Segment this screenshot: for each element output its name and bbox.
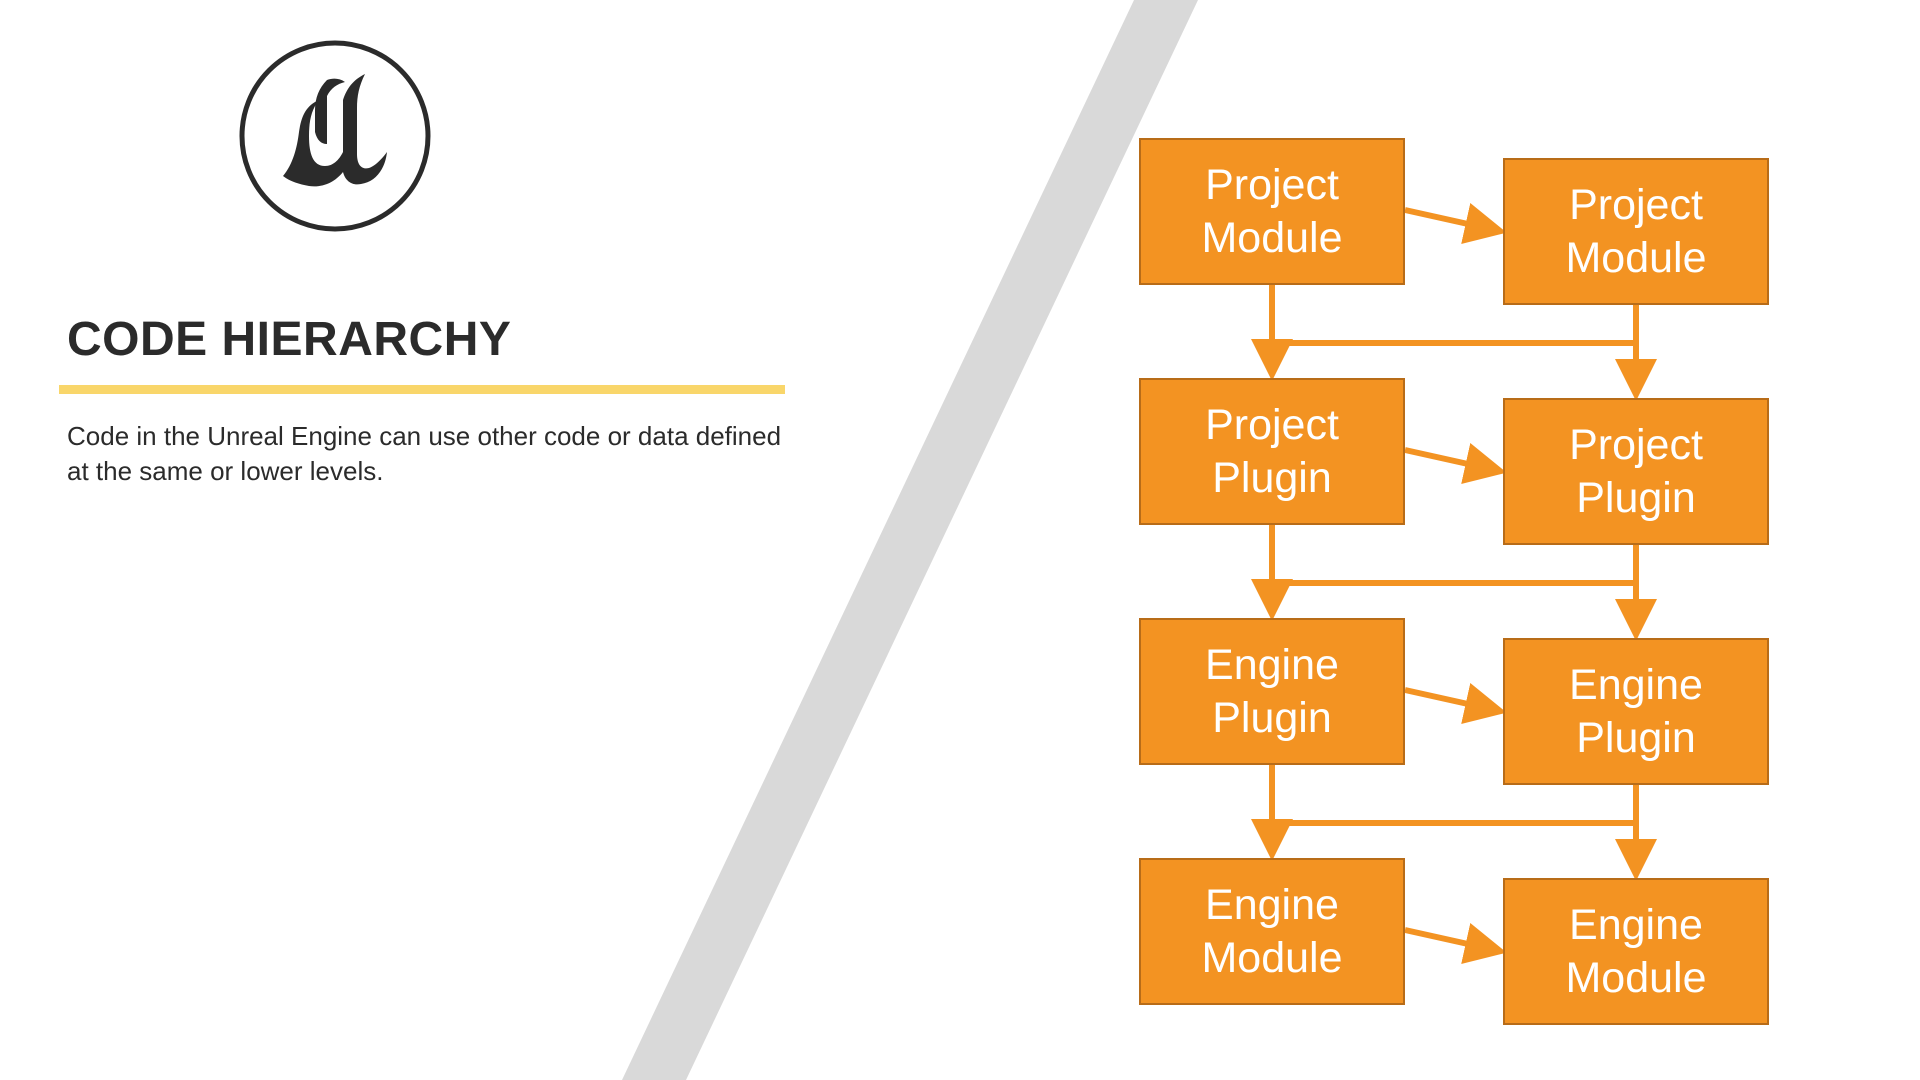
box-label: Project Plugin xyxy=(1205,400,1339,502)
box-engine-module-left: Engine Module xyxy=(1139,858,1405,1005)
box-label: Engine Module xyxy=(1201,880,1343,982)
title-underline xyxy=(59,385,785,394)
box-label: Project Module xyxy=(1565,180,1707,282)
slide-title: CODE HIERARCHY xyxy=(67,313,512,366)
box-engine-plugin-left: Engine Plugin xyxy=(1139,618,1405,765)
box-engine-plugin-right: Engine Plugin xyxy=(1503,638,1769,785)
box-label: Project Module xyxy=(1201,160,1343,262)
box-project-module-right: Project Module xyxy=(1503,158,1769,305)
box-project-plugin-right: Project Plugin xyxy=(1503,398,1769,545)
box-engine-module-right: Engine Module xyxy=(1503,878,1769,1025)
box-project-module-left: Project Module xyxy=(1139,138,1405,285)
slide-description: Code in the Unreal Engine can use other … xyxy=(67,421,782,486)
diagonal-stripe xyxy=(622,0,1198,1080)
box-label: Engine Plugin xyxy=(1205,640,1339,742)
box-label: Engine Module xyxy=(1565,900,1707,1002)
unreal-engine-logo-icon xyxy=(239,40,431,232)
box-label: Engine Plugin xyxy=(1569,660,1703,762)
box-project-plugin-left: Project Plugin xyxy=(1139,378,1405,525)
box-label: Project Plugin xyxy=(1569,420,1703,522)
